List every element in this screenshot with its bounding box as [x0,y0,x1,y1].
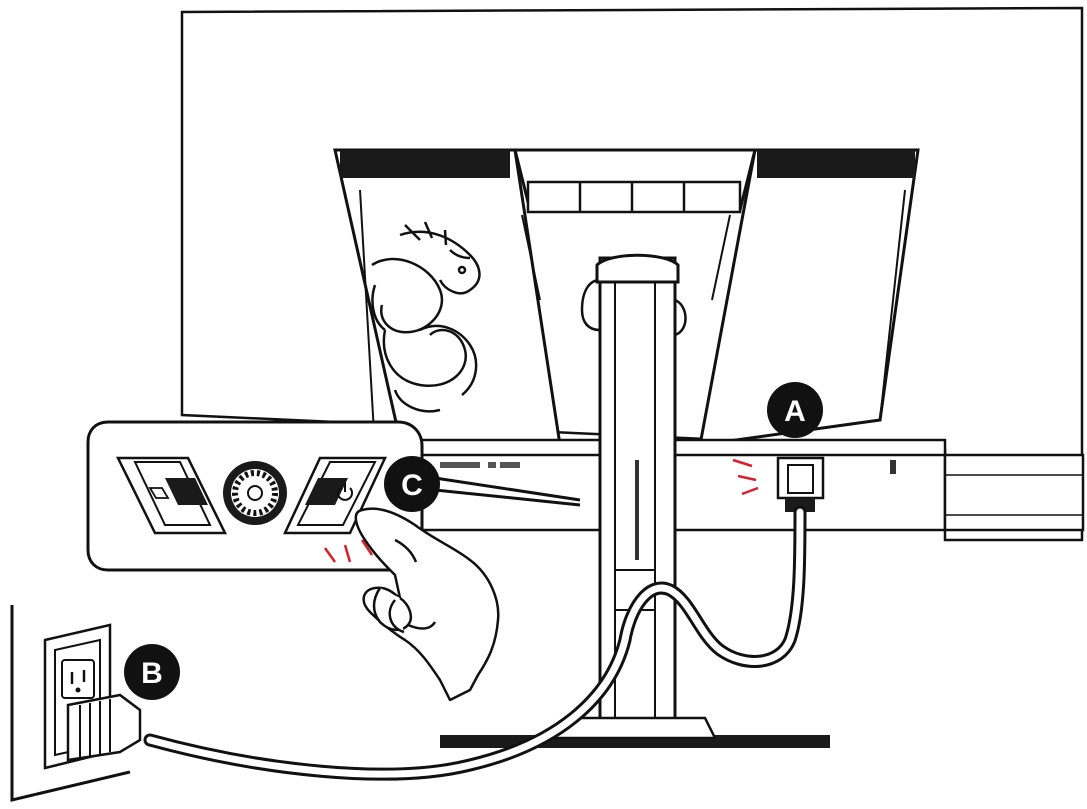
callout-b: B [124,644,180,700]
power-plug [66,693,142,762]
inset-power-button [283,456,387,535]
callout-c: C [384,456,440,512]
callout-c-leaders [434,476,581,507]
outlet-icon [61,659,95,699]
inset-menu-button [115,456,228,535]
dragon-logo-icon [371,221,481,413]
svg-text:B: B [141,657,163,690]
power-symbol-icon [337,482,353,501]
monitor-rear-housing [333,148,920,451]
svg-text:C: C [401,469,423,502]
joystick-icon [223,461,287,525]
power-port [732,456,825,512]
svg-text:A: A [784,395,806,428]
power-cable [143,505,807,781]
callout-a: A [767,382,823,438]
wall-outlet [10,605,142,802]
hand-pointer-icon [354,507,500,702]
controls-inset [86,420,424,572]
